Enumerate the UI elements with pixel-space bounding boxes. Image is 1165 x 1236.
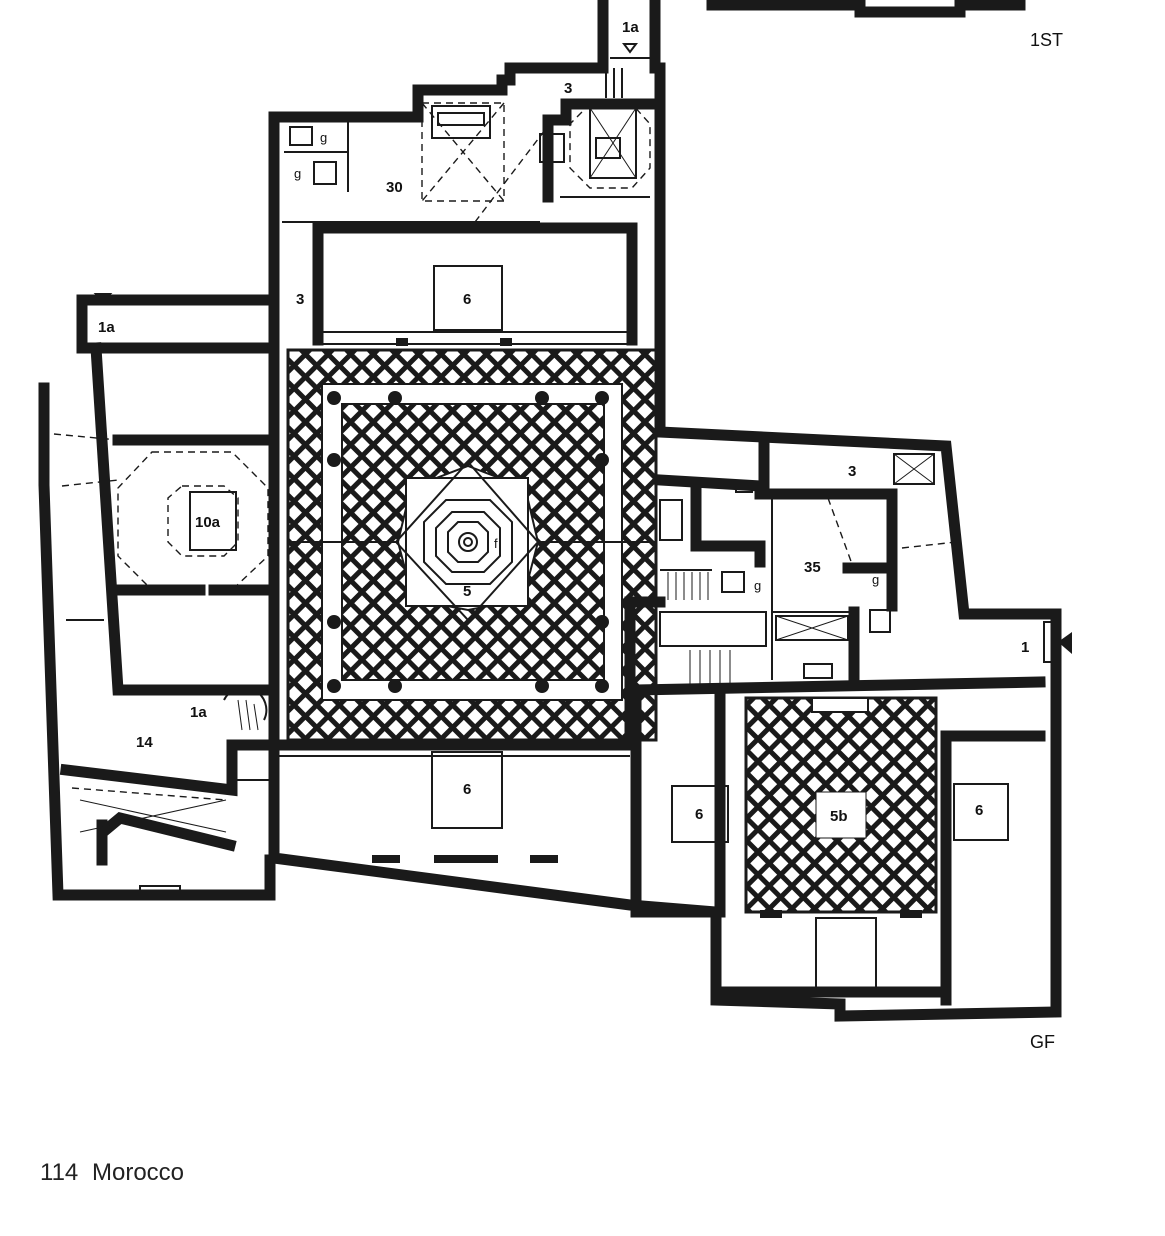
central-courtyard	[286, 348, 658, 742]
toilet-icon	[289, 126, 313, 146]
toilet-label: g	[320, 130, 327, 145]
column	[595, 453, 609, 467]
room-35-label: 35	[804, 559, 821, 576]
courtyard-columns	[327, 391, 609, 693]
page-footer: 114 Morocco	[40, 1159, 184, 1186]
entrance-arrow-icon	[622, 43, 638, 54]
room-6-north-label: 6	[463, 291, 471, 308]
entrance-arrow-icon	[93, 293, 113, 303]
east-wing-details	[659, 453, 1072, 684]
column	[595, 679, 609, 693]
entrance-arrow-icon	[1058, 632, 1072, 654]
north-wing-walls	[268, 0, 666, 438]
room-5-label: 5	[463, 583, 471, 600]
far-west-wall	[38, 382, 280, 901]
room-10a-dome	[53, 433, 269, 591]
top-wall-fragment	[706, 0, 1026, 18]
room-6-east-label: 6	[975, 802, 983, 819]
column	[388, 679, 402, 693]
courtyard-5b	[671, 696, 1009, 991]
column	[327, 453, 341, 467]
floor-tags: 1ST GF	[1030, 30, 1063, 1052]
column	[327, 679, 341, 693]
room-6-south-label: 6	[463, 781, 471, 798]
east-wing-walls	[630, 426, 1062, 1022]
room-6-west-label: 6	[695, 806, 703, 823]
toilet-label: g	[872, 572, 879, 587]
floor-label-ground: GF	[1030, 1032, 1055, 1052]
column	[388, 391, 402, 405]
fixture-labels: g g g g f	[294, 130, 879, 593]
room-30-label: 30	[386, 179, 403, 196]
column	[535, 679, 549, 693]
room-1a-stair-label: 1a	[190, 704, 207, 721]
toilet-label: g	[294, 166, 301, 181]
toilet-label: g	[754, 578, 761, 593]
fountain-label: f	[494, 536, 498, 551]
room-labels: 1a 3 30 3 6 1a 10a 5 3 35 1 1a 14 6 6 5b…	[98, 19, 1029, 825]
room-30-fixtures	[284, 102, 549, 223]
room-3-top-label: 3	[564, 80, 572, 97]
room-1a-left-label: 1a	[98, 319, 115, 336]
room-3-right-label: 3	[848, 463, 856, 480]
toilet-icon	[869, 609, 891, 633]
room-14-label: 14	[136, 734, 153, 751]
toilet-icon	[313, 161, 337, 185]
column	[595, 391, 609, 405]
room-6-north-box	[317, 265, 635, 346]
toilet-icon	[721, 571, 745, 593]
column	[327, 391, 341, 405]
room-10a-label: 10a	[195, 514, 221, 531]
country-name: Morocco	[92, 1159, 184, 1186]
room-1-label: 1	[1021, 639, 1029, 656]
column	[595, 615, 609, 629]
column	[535, 391, 549, 405]
room-1a-top-label: 1a	[622, 19, 639, 36]
column	[327, 615, 341, 629]
room-3-left-label: 3	[296, 291, 304, 308]
octagon-stair	[569, 43, 651, 189]
room-5b-label: 5b	[830, 808, 848, 825]
page-number: 114	[40, 1159, 78, 1186]
floor-label-first: 1ST	[1030, 30, 1063, 50]
west-upper-walls	[76, 293, 280, 751]
